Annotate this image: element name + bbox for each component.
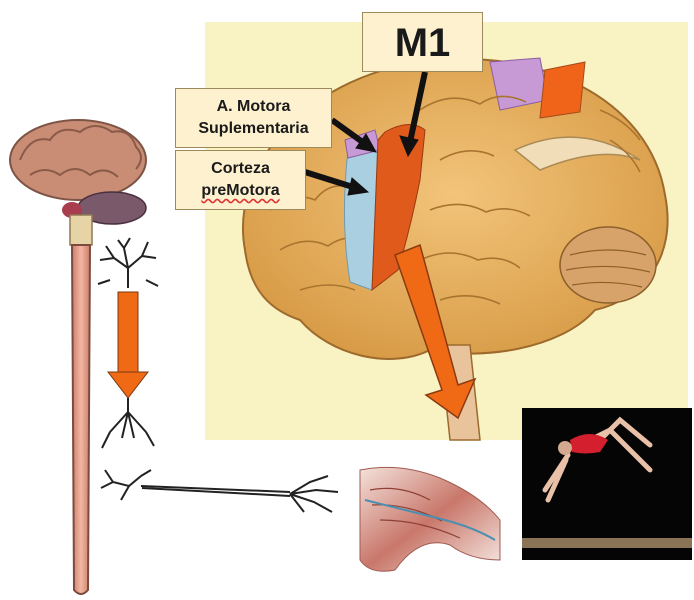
premotor-label-line2: preMotora (176, 180, 305, 202)
sma-label-line1: A. Motora (176, 96, 331, 118)
premotor-cortex-label: Corteza preMotora (175, 150, 306, 210)
gymnast-photo (522, 408, 692, 560)
small-brain-illustration (10, 120, 146, 224)
lower-motor-neuron-icon (101, 398, 338, 512)
descending-signal-arrow (108, 292, 148, 398)
premotor-label-line1: Corteza (176, 158, 305, 180)
sma-label-line2: Suplementaria (176, 118, 331, 140)
upper-motor-neuron-icon (98, 238, 158, 288)
spinal-cord-illustration (70, 215, 92, 594)
m1-label: M1 (362, 12, 483, 72)
arm-muscle-image (352, 462, 500, 578)
supplementary-motor-label: A. Motora Suplementaria (175, 88, 332, 148)
m1-text: M1 (395, 21, 451, 65)
